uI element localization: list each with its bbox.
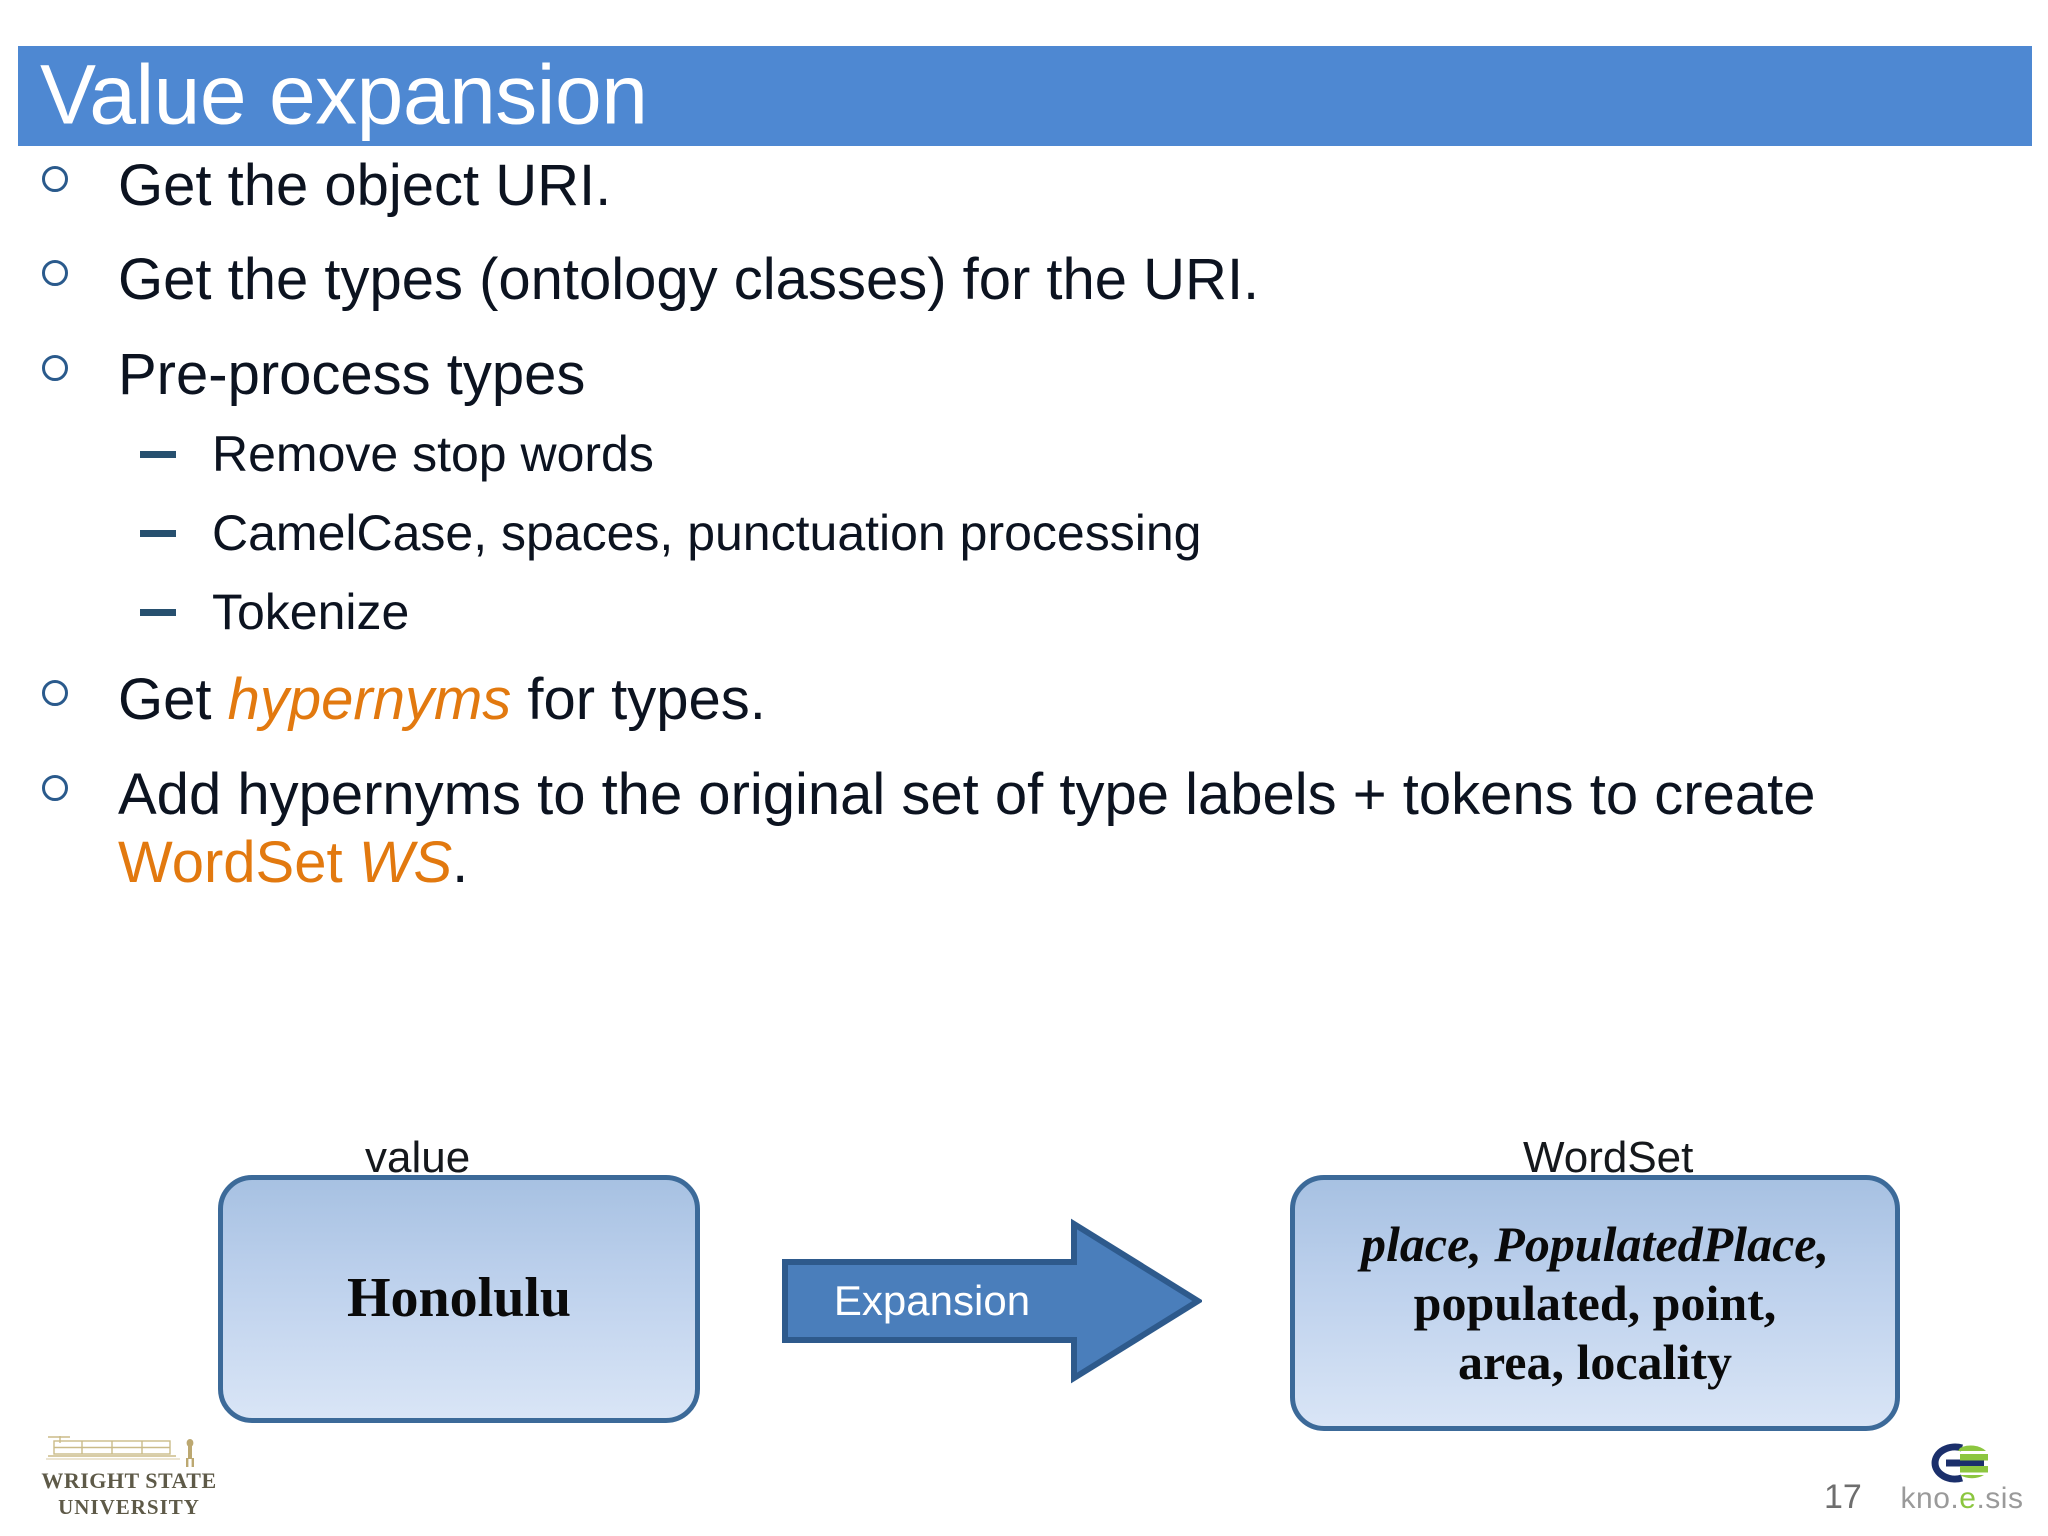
- sub-bullet-item: Remove stop words: [0, 425, 2010, 484]
- page-title: Value expansion: [40, 47, 648, 142]
- bullet-item: Pre-process types: [0, 341, 2010, 409]
- bullet-text-plain: Add hypernyms to the original set of typ…: [118, 761, 1816, 827]
- wordset-caption: WordSet: [1523, 1133, 1694, 1182]
- wright-flyer-icon: [46, 1436, 194, 1467]
- arrow-right-icon: [782, 1218, 1202, 1384]
- circle-bullet-icon: [42, 166, 68, 192]
- bullet-text-hypernyms: hypernyms: [227, 667, 512, 733]
- circle-bullet-icon: [42, 354, 68, 381]
- circle-bullet-icon: [42, 774, 68, 801]
- bullet-list: Get the object URI. Get the types (ontol…: [0, 152, 2010, 924]
- wordset-line: area, locality: [1457, 1333, 1732, 1390]
- circle-bullet-icon: [42, 680, 68, 707]
- sub-bullet-text: Tokenize: [212, 584, 410, 641]
- bullet-text-ws: WS: [358, 830, 453, 896]
- bullet-item: Get the object URI.: [0, 152, 2010, 220]
- sub-bullet-text: CamelCase, spaces, punctuation processin…: [212, 505, 1202, 562]
- sub-bullet-text: Remove stop words: [212, 426, 654, 483]
- wordset-node-text: place, PopulatedPlace, populated, point,…: [1347, 1215, 1843, 1392]
- wordset-node: place, PopulatedPlace, populated, point,…: [1290, 1175, 1900, 1431]
- bullet-text-plain: for types.: [511, 667, 766, 733]
- bullet-text: Get the object URI.: [118, 153, 612, 218]
- value-node-text: Honolulu: [346, 1267, 572, 1330]
- knoesis-mark-icon: [1931, 1443, 1988, 1483]
- value-node: Honolulu: [218, 1175, 700, 1423]
- university-line-2: UNIVERSITY: [58, 1494, 200, 1519]
- wright-state-logo: WRIGHT STATE UNIVERSITY: [34, 1434, 224, 1526]
- wordset-line: populated, point,: [1413, 1274, 1777, 1331]
- knoesis-logo: kno.e.sis: [1892, 1440, 2032, 1524]
- bullet-item: Get the types (ontology classes) for the…: [0, 246, 2010, 314]
- wright-state-name: WRIGHT STATE UNIVERSITY: [34, 1468, 224, 1520]
- knoesis-word-e: e: [1959, 1482, 1977, 1515]
- expansion-arrow: Expansion: [782, 1218, 1202, 1384]
- sub-bullet-group: Remove stop words CamelCase, spaces, pun…: [0, 425, 2010, 642]
- value-caption: value: [365, 1133, 471, 1182]
- slide-title-band: Value expansion: [18, 46, 2032, 146]
- wordset-line: place, PopulatedPlace,: [1361, 1215, 1829, 1272]
- arrow-label: Expansion: [833, 1277, 1031, 1324]
- knoesis-word-pre: kno.: [1900, 1482, 1960, 1515]
- knoesis-word-post: .sis: [1976, 1482, 2024, 1515]
- knoesis-wordmark: kno.e.sis: [1892, 1484, 2032, 1514]
- bullet-text-plain: Get: [118, 667, 228, 733]
- dash-bullet-icon: [140, 530, 176, 538]
- bullet-text-wordset: WordSet: [118, 830, 359, 896]
- bullet-text-plain: .: [452, 830, 469, 896]
- bullet-item: Add hypernyms to the original set of typ…: [0, 761, 2010, 898]
- sub-bullet-item: Tokenize: [0, 583, 2010, 642]
- bullet-text: Pre-process types: [118, 341, 586, 407]
- bullet-text: Get the types (ontology classes) for the…: [118, 247, 1260, 313]
- bullet-item: Get hypernyms for types.: [0, 666, 2010, 734]
- university-line-1: WRIGHT STATE: [41, 1468, 217, 1493]
- dash-bullet-icon: [140, 451, 176, 459]
- circle-bullet-icon: [42, 260, 68, 287]
- sub-bullet-item: CamelCase, spaces, punctuation processin…: [0, 504, 2010, 563]
- dash-bullet-icon: [140, 609, 176, 617]
- page-number: 17: [1824, 1478, 1862, 1516]
